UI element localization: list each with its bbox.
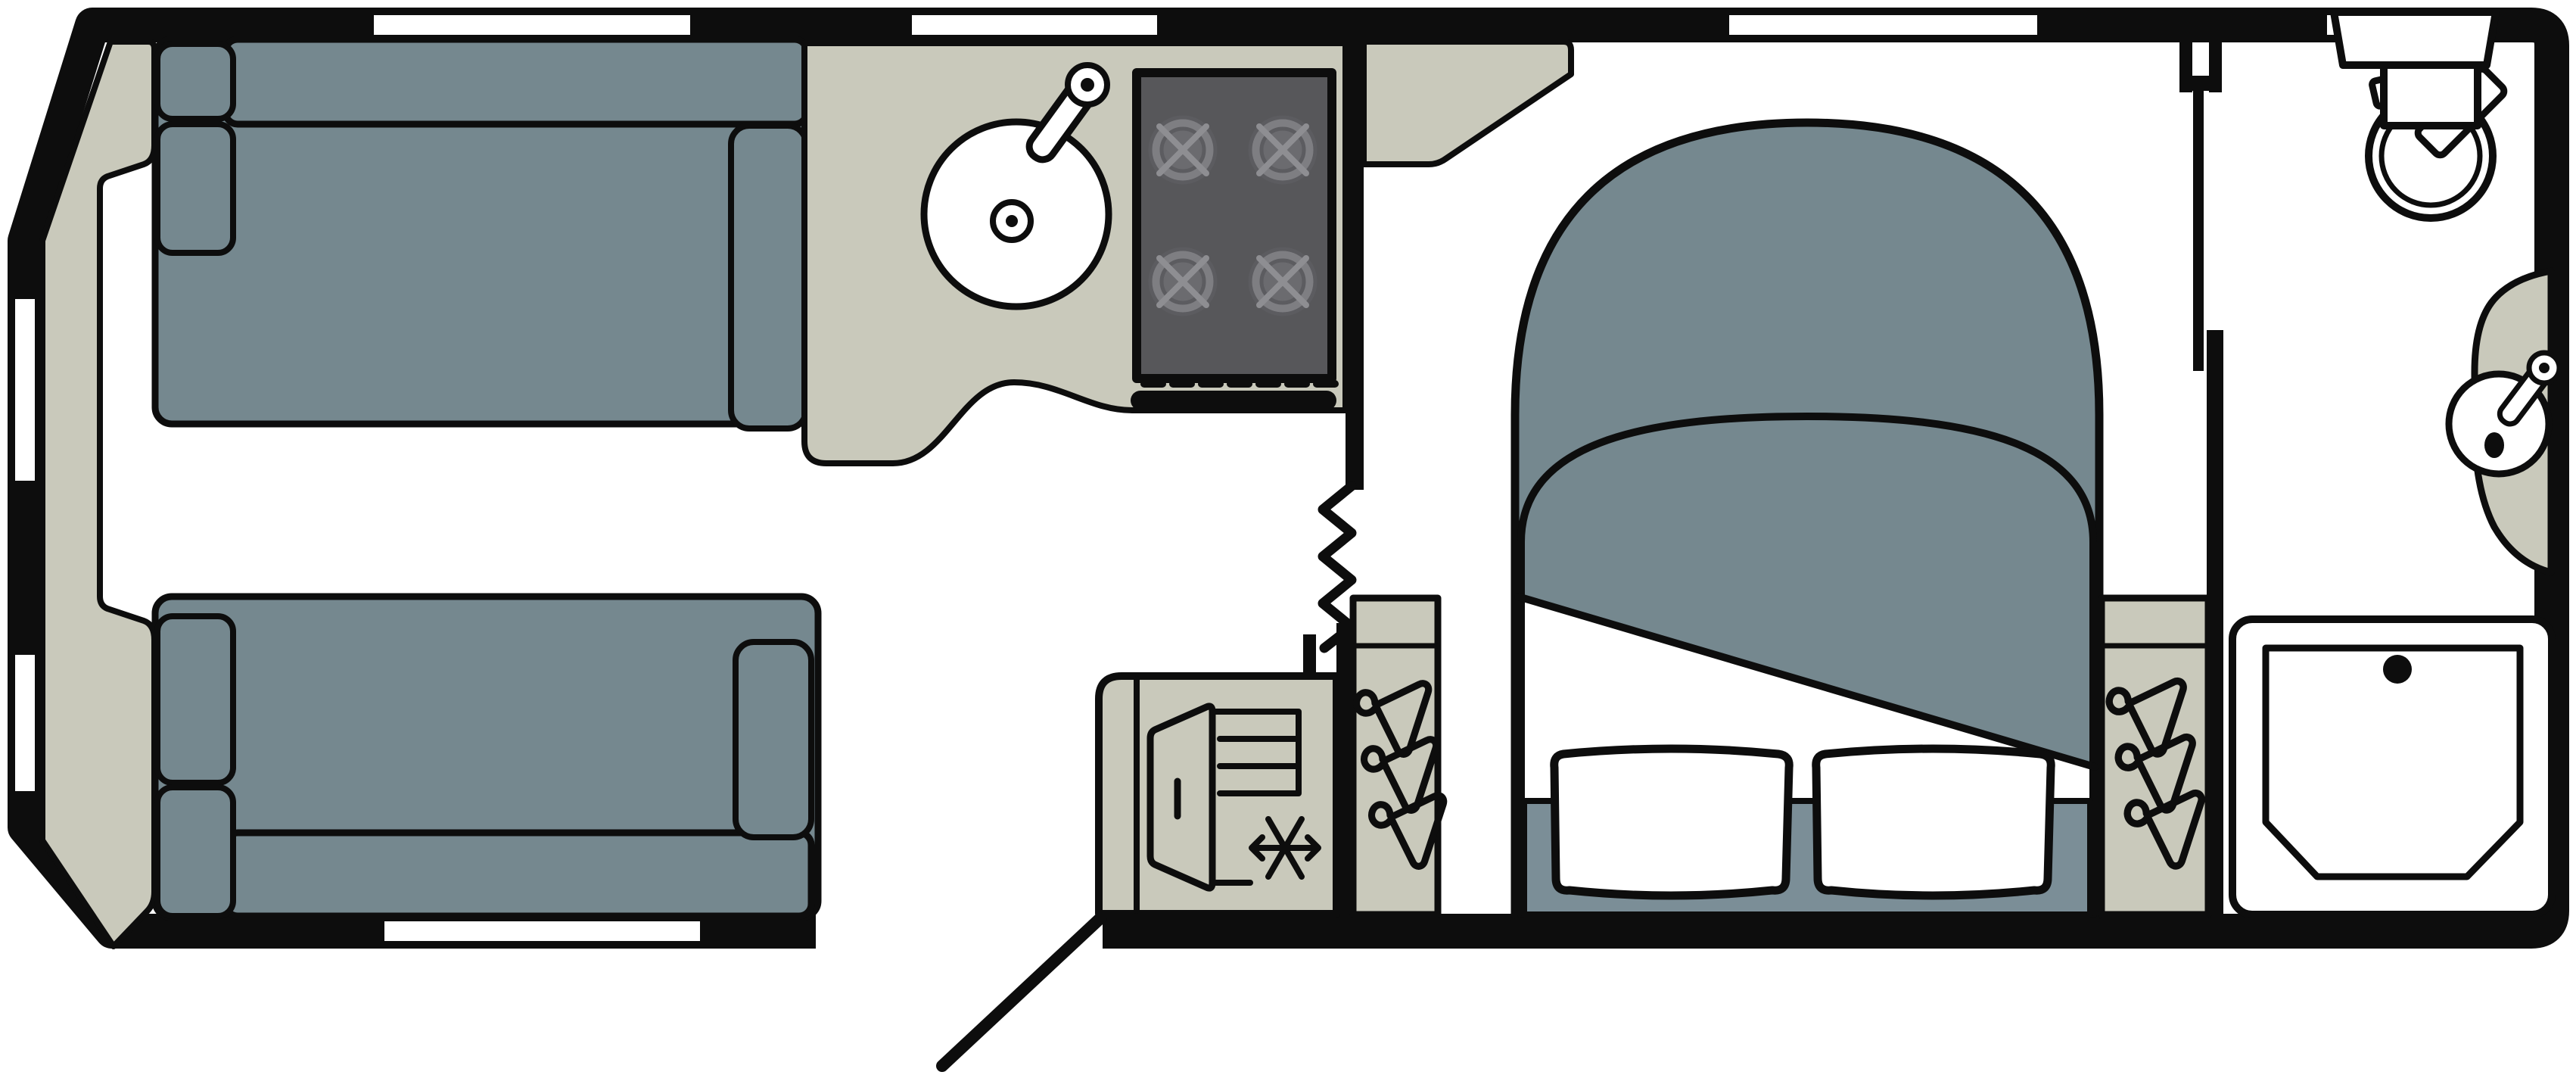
hob-burner-icon [1148,115,1218,185]
door-post [1303,634,1316,678]
sofa-bottom-end-cushion [733,639,814,840]
toilet-cistern [2330,8,2500,69]
hob-icon [1132,68,1336,383]
wardrobe-left [1346,594,1445,918]
door-frame-header [2179,76,2222,91]
shower-tray-icon [2229,615,2556,918]
pillow-icon [1550,744,1794,900]
sofa-bottom-armrest-cushion [154,784,236,919]
corner-cabinet [1361,39,1574,167]
sofa-bottom-backrest [222,829,815,920]
sink-drain-dot [1006,215,1018,227]
duvet-fold-line [1514,593,2098,771]
hob-burner-icon [1148,247,1218,316]
wash-basin-unit [2445,267,2562,576]
sofa-top-end-cushion [728,123,809,432]
toilet-tank [2380,60,2481,129]
basin-tap-icon [2497,350,2562,427]
fridge-freezer-unit [1095,623,1353,918]
pillow-icon [1812,744,2055,900]
snowflake-icon [1249,816,1321,880]
shower-tray-inner [2262,644,2524,880]
sliding-door-leaf [2193,91,2204,371]
folding-door-icon [1318,481,1357,653]
sofa-top-backrest [222,36,810,128]
basin-drain-icon [2484,432,2504,458]
kitchen [801,34,1364,678]
grill-bar-icon [1131,391,1336,410]
sofa-top-armrest-cushion [154,41,236,122]
fridge-wardrobe-divider-wall [1336,623,1353,914]
wardrobe-right [2098,594,2212,918]
toilet-icon [2330,8,2508,222]
washroom [2229,8,2562,918]
tap-icon [1025,62,1110,164]
fridge-freezer-icon [1146,703,1321,892]
washroom-partition [2179,38,2223,915]
partition-wall [2207,330,2223,915]
lounge [151,36,822,921]
sofa-bottom-armrest-cushion [154,613,236,786]
hob-burner-icon [1248,115,1318,185]
shower-drain-icon [2383,655,2412,684]
hob-burner-icon [1248,247,1318,316]
sofa-top-armrest-cushion [154,121,236,256]
duvet-edge [1517,413,2097,918]
bedroom [1361,39,2212,919]
entry-door-icon [936,911,1107,1072]
